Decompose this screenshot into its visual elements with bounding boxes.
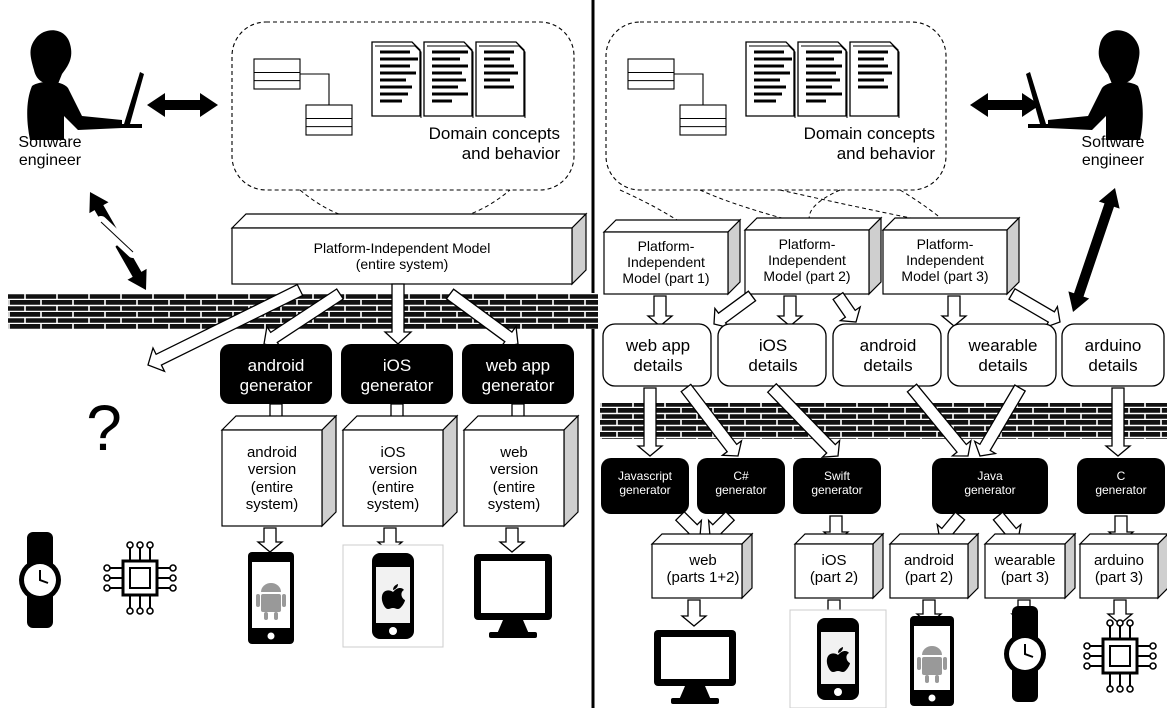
left-pim-box [230,212,588,286]
left-generator-box-webapp [462,344,574,404]
right-generator-box-java [932,458,1048,514]
right-details-box-android [832,323,942,387]
right-arrow-ios-swift [766,382,841,458]
right-arrow-pim1-webapp [646,295,674,327]
right-output-web: web(parts 1+2) [666,552,740,587]
right-output-arduino: arduino(part 3) [1093,552,1145,587]
left-domain-cloud [231,21,575,191]
left-iphone-icon [342,544,444,648]
right-output-box-ios [793,532,885,600]
right-arrow-android-java [906,383,972,457]
right-arrow-pim2-webapp [713,290,757,329]
right-details-box-webapp [602,323,712,387]
left-domain-trace-lines [299,189,511,222]
right-output-box-wearable [983,532,1077,600]
right-arrow-pim3-wearable [940,295,968,327]
left-arrow-unknown [147,283,304,373]
right-pim-box-part2 [743,216,883,296]
right-output-ios: iOS(part 2) [809,552,859,587]
right-arrow-pim2-ios [776,295,804,327]
right-desktop-icon [654,630,736,704]
right-firewall [600,403,1167,439]
right-arrow-arduino-c [1104,387,1132,457]
right-details-box-ios [717,323,827,387]
left-engineer-figure [27,30,144,140]
left-engineer-domain-arrow [147,93,218,117]
right-arrow-web-device [680,599,708,627]
forbidden-cross-icon [95,216,139,258]
right-details-box-arduino [1061,323,1165,387]
right-output-box-web [650,532,754,600]
unknown-target-label: ? [86,392,122,464]
right-domain-cloud [605,21,947,191]
left-generator-box-ios [341,344,453,404]
left-pim-label: Platform-Independent Model(entire system… [313,240,491,273]
right-domain-trace-lines [619,189,951,227]
right-output-box-arduino [1078,533,1167,600]
right-generator-box-javascript [601,458,689,514]
right-generator-box-csharp [697,458,785,514]
right-generator-box-c [1077,458,1165,514]
left-chip-icon [103,541,177,615]
right-arrow-pim2-android [832,291,862,323]
right-output-wearable: wearable(part 3) [994,552,1056,587]
right-arrow-webapp-csharp [680,383,743,457]
right-pim-box-part3 [881,216,1021,296]
left-version-box-web [462,414,580,528]
left-generator-box-android [220,344,332,404]
right-output-android: android(part 2) [903,552,955,587]
left-arrow-web-device [498,527,526,553]
right-generator-box-swift [793,458,881,514]
right-details-box-wearable [947,323,1057,387]
right-arrow-arduino-device [1106,599,1134,625]
left-desktop-icon [474,554,552,638]
left-android-phone-icon [248,552,294,644]
left-version-box-ios [341,414,459,528]
right-generator-csharp: C#generator [715,469,767,497]
left-arrow-webapp [445,288,519,349]
right-engineer-domain-arrow [970,93,1040,117]
right-output-box-android [888,532,980,600]
right-engineer-figure [1026,30,1143,140]
left-arrow-android-device [256,527,284,553]
left-watch-icon [19,532,61,628]
right-android-phone-icon [910,616,954,706]
left-arrow-ios [383,283,413,345]
right-iphone-icon [789,609,887,708]
right-arrow-pim3-arduino [1008,287,1061,329]
right-watch-icon [1004,606,1046,702]
right-chip-icon [1083,619,1157,693]
left-version-box-android [220,414,338,528]
right-arrow-webapp-javascript [636,387,664,457]
right-arrow-wearable-java [973,384,1027,457]
right-engineer-details-arrow [1068,188,1120,312]
right-pim-box-part1 [602,218,742,296]
